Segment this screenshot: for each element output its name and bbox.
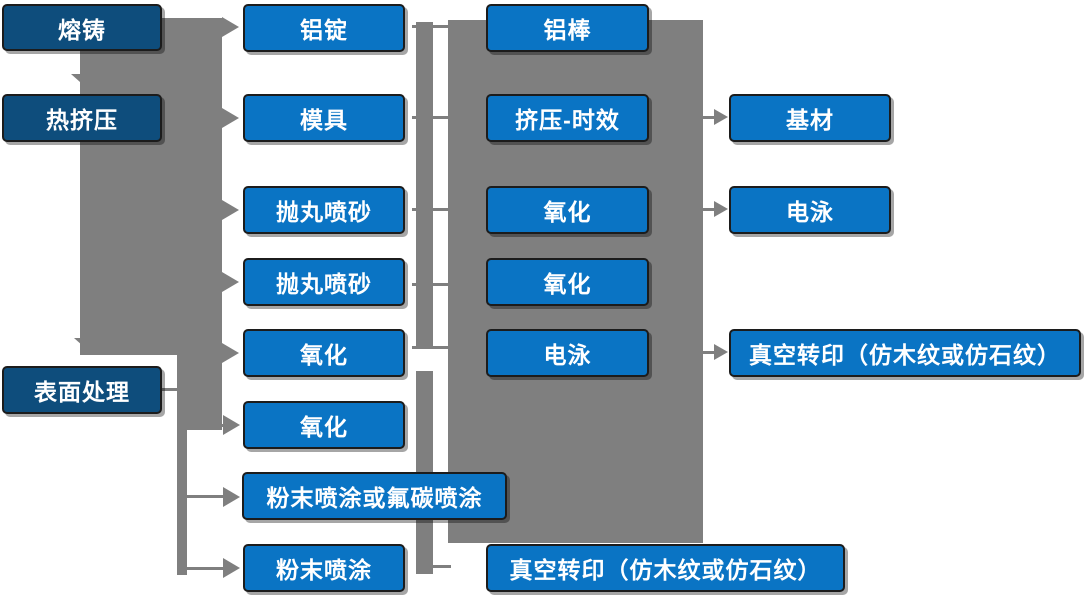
- arrow-to-surface-treatment: [74, 338, 110, 354]
- line-midbar-row-mold: [412, 116, 450, 119]
- node-aluminum-rod: 铝棒: [486, 4, 649, 52]
- line-to-electrophoresis-2: [703, 208, 715, 211]
- arrow-to-oxidation-2: [223, 415, 240, 435]
- arrow-to-shot-blasting-1: [222, 200, 239, 220]
- node-extrusion-aging: 挤压-时效: [486, 94, 649, 142]
- line-midbar-bottom: [432, 565, 451, 568]
- surface-junction-block: [177, 348, 222, 430]
- node-oxidation-4: 氧化: [486, 258, 649, 306]
- arrow-to-electrophoresis-2: [714, 201, 728, 217]
- node-electrophoresis-1: 电泳: [486, 329, 649, 377]
- node-hot-extrusion: 热挤压: [2, 94, 162, 142]
- arrow-to-powder-coating: [223, 558, 240, 578]
- node-oxidation-2: 氧化: [243, 401, 405, 449]
- line-branch-powder: [187, 567, 224, 570]
- node-electrophoresis-2: 电泳: [729, 186, 891, 234]
- node-vacuum-transfer-bottom: 真空转印（仿木纹或仿石纹）: [486, 544, 845, 592]
- line-midbar-row-ingot: [412, 25, 450, 28]
- node-powder-coating: 粉末喷涂: [243, 544, 405, 592]
- arrow-to-mold: [222, 108, 239, 128]
- arrow-to-hot-extrusion: [71, 74, 107, 90]
- surface-branch-bar: [177, 430, 187, 575]
- line-surface-to-branch: [162, 388, 178, 391]
- left-trunk-block: [80, 18, 222, 355]
- node-aluminum-ingot: 铝锭: [243, 4, 405, 52]
- arrow-to-oxidation-1: [222, 343, 239, 363]
- node-surface-treatment: 表面处理: [2, 366, 162, 414]
- node-vacuum-transfer-right: 真空转印（仿木纹或仿石纹）: [729, 329, 1081, 377]
- line-to-base-material: [703, 116, 715, 119]
- arrow-to-aluminum-ingot: [222, 17, 239, 37]
- line-to-vacuum-right: [703, 351, 715, 354]
- node-oxidation-3: 氧化: [486, 186, 649, 234]
- line-midbar-row-blast1: [412, 208, 450, 211]
- node-shot-blasting-2: 抛丸喷砂: [243, 258, 405, 306]
- arrow-to-powder-fluoro: [223, 487, 240, 507]
- line-midbar-row-oxidation1: [412, 346, 450, 349]
- node-powder-or-fluorocarbon: 粉末喷涂或氟碳喷涂: [242, 472, 507, 520]
- line-branch-powder-fluoro: [187, 495, 224, 498]
- arrow-to-shot-blasting-2: [222, 272, 239, 292]
- line-branch-oxidation2: [187, 424, 224, 427]
- line-midbar-row-blast2: [412, 283, 450, 286]
- arrow-to-vacuum-right: [714, 344, 728, 360]
- node-melt-casting: 熔铸: [2, 4, 162, 51]
- node-oxidation-1: 氧化: [243, 329, 405, 377]
- node-mold: 模具: [243, 94, 405, 142]
- arrow-to-base-material: [714, 109, 728, 125]
- node-base-material: 基材: [729, 94, 891, 142]
- node-shot-blasting-1: 抛丸喷砂: [243, 186, 405, 234]
- mid-bar-upper: [416, 22, 433, 349]
